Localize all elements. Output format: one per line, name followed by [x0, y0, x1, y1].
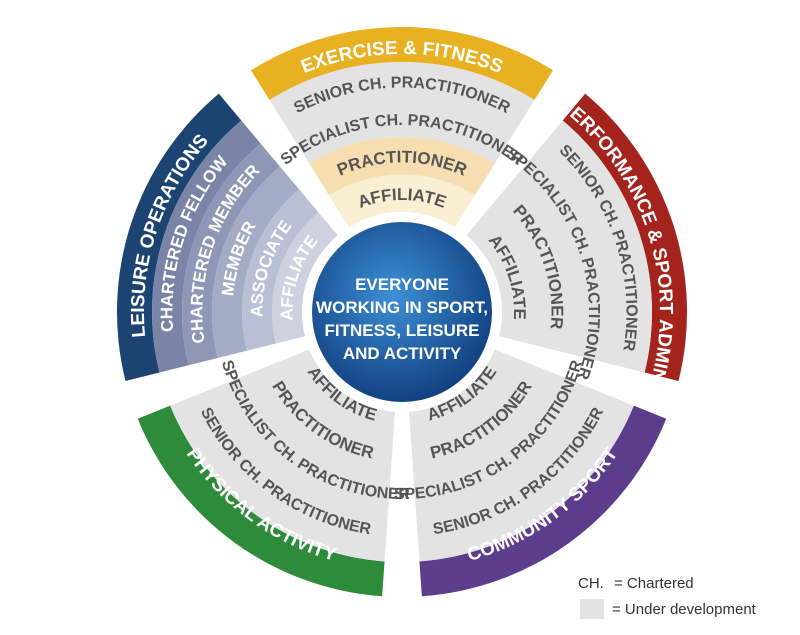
ring-community-sport-2	[414, 377, 600, 524]
hub-circle	[312, 222, 492, 402]
ring-performance-sport-admin-3	[490, 177, 577, 355]
ring-exercise-fitness-2	[289, 99, 515, 164]
legend-row-abbreviation: CH. = Chartered	[578, 570, 756, 596]
ring-leisure-operations-1	[152, 120, 261, 373]
center-line-2: WORKING IN SPORT,	[316, 298, 488, 317]
ring-leisure-operations-5	[272, 212, 338, 344]
ring-physical-activity-3	[239, 363, 393, 487]
ring-exercise-fitness-1	[269, 62, 535, 132]
ring-performance-sport-admin-2	[514, 149, 615, 364]
ring-leisure-operations-2	[181, 143, 280, 366]
ring-exercise-fitness-4	[329, 174, 475, 228]
ring-performance-sport-admin-4	[466, 206, 540, 346]
center-line-4: AND ACTIVITY	[343, 344, 462, 363]
ring-leisure-operations-4	[242, 189, 319, 351]
legend-abbr-meaning: = Chartered	[614, 574, 694, 592]
band-leisure-operations	[117, 93, 242, 381]
ring-community-sport-3	[411, 363, 565, 487]
legend-swatch-under-development	[580, 599, 604, 619]
ring-performance-sport-admin-1	[538, 120, 652, 373]
ring-community-sport-4	[408, 349, 530, 450]
legend-swatch-meaning: = Under development	[612, 600, 756, 618]
center-hub: EVERYONE WORKING IN SPORT, FITNESS, LEIS…	[302, 212, 502, 412]
legend-abbr: CH.	[578, 574, 604, 592]
ring-exercise-fitness-3	[309, 137, 495, 196]
ring-community-sport-1	[416, 391, 634, 562]
band-exercise-fitness	[250, 27, 554, 100]
ring-physical-activity-4	[274, 349, 396, 450]
legend-row-swatch: = Under development	[578, 596, 756, 622]
legend: CH. = Chartered = Under development	[578, 570, 756, 622]
ring-fills	[117, 27, 688, 597]
ring-physical-activity-1	[170, 391, 388, 562]
ring-leisure-operations-3	[212, 166, 300, 358]
band-community-sport	[419, 405, 667, 597]
center-line-1: EVERYONE	[355, 275, 449, 294]
band-physical-activity	[137, 405, 385, 597]
band-performance-sport-admin	[562, 93, 688, 381]
ring-physical-activity-2	[204, 377, 390, 524]
center-line-3: FITNESS, LEISURE	[325, 321, 480, 340]
